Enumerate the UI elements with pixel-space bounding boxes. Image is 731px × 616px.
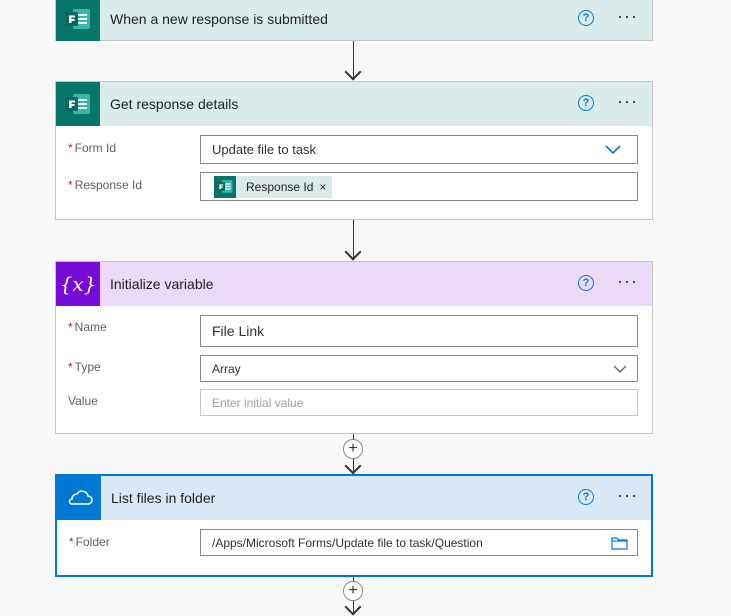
more-options-icon[interactable]: ··· — [617, 271, 638, 291]
onedrive-icon — [57, 476, 101, 520]
get-response-details-header[interactable]: Get response details ? ··· — [56, 82, 652, 126]
initialize-variable-card[interactable]: {x} Initialize variable ? ··· *Name File… — [55, 261, 653, 434]
token-remove-icon[interactable]: × — [319, 179, 327, 194]
form-id-label: *Form Id — [68, 141, 117, 155]
folder-label: *Folder — [69, 535, 110, 549]
connector-arrow-icon — [344, 63, 362, 81]
step-title: List files in folder — [111, 490, 216, 506]
value-label: Value — [68, 394, 98, 408]
more-options-icon[interactable]: ··· — [617, 6, 638, 26]
dynamic-content-token[interactable]: Response Id × — [214, 175, 333, 198]
connector-line — [353, 41, 354, 78]
folder-path-input[interactable]: /Apps/Microsoft Forms/Update file to tas… — [200, 529, 638, 556]
help-icon[interactable]: ? — [578, 489, 594, 505]
more-options-icon[interactable]: ··· — [617, 485, 638, 505]
list-files-card[interactable]: List files in folder ? ··· *Folder /Apps… — [55, 474, 653, 577]
microsoft-forms-icon — [56, 0, 100, 41]
response-id-label: *Response Id — [68, 178, 143, 192]
chevron-down-icon[interactable] — [613, 365, 627, 373]
variable-type-value: Array — [212, 361, 241, 376]
step-title: Get response details — [110, 96, 239, 112]
variable-name-input[interactable]: File Link — [200, 315, 638, 347]
help-icon[interactable]: ? — [578, 10, 594, 26]
variable-icon: {x} — [56, 262, 100, 306]
add-step-button[interactable]: + — [343, 581, 363, 601]
trigger-card[interactable]: When a new response is submitted ? ··· — [55, 0, 653, 41]
form-id-dropdown[interactable]: Update file to task — [200, 135, 638, 164]
trigger-header[interactable]: When a new response is submitted ? ··· — [56, 0, 652, 41]
type-label: *Type — [68, 360, 101, 374]
help-icon[interactable]: ? — [578, 275, 594, 291]
step-title: Initialize variable — [110, 276, 214, 292]
initial-value-placeholder: Enter initial value — [212, 395, 304, 410]
trigger-title: When a new response is submitted — [110, 10, 328, 27]
variable-name-value: File Link — [212, 323, 265, 339]
initialize-variable-header[interactable]: {x} Initialize variable ? ··· — [56, 262, 652, 306]
list-files-header[interactable]: List files in folder ? ··· — [57, 476, 651, 520]
help-icon[interactable]: ? — [578, 95, 594, 111]
folder-picker-icon[interactable] — [611, 536, 628, 550]
microsoft-forms-icon — [214, 175, 236, 198]
name-label: *Name — [68, 320, 107, 334]
add-step-button[interactable]: + — [343, 439, 363, 459]
more-options-icon[interactable]: ··· — [617, 91, 638, 111]
chevron-down-icon[interactable] — [605, 145, 621, 155]
connector-line — [353, 220, 354, 258]
variable-type-dropdown[interactable]: Array — [200, 355, 638, 382]
connector-arrow-icon — [344, 457, 362, 475]
microsoft-forms-icon — [56, 82, 100, 126]
form-id-value: Update file to task — [212, 142, 317, 157]
response-id-field[interactable]: Response Id × — [200, 172, 638, 201]
connector-arrow-icon — [344, 243, 362, 261]
initial-value-input[interactable]: Enter initial value — [200, 389, 638, 416]
get-response-details-card[interactable]: Get response details ? ··· *Form Id Upda… — [55, 81, 653, 220]
folder-path-value: /Apps/Microsoft Forms/Update file to tas… — [212, 535, 483, 550]
token-label: Response Id — [246, 179, 314, 194]
connector-arrow-icon — [344, 598, 362, 616]
